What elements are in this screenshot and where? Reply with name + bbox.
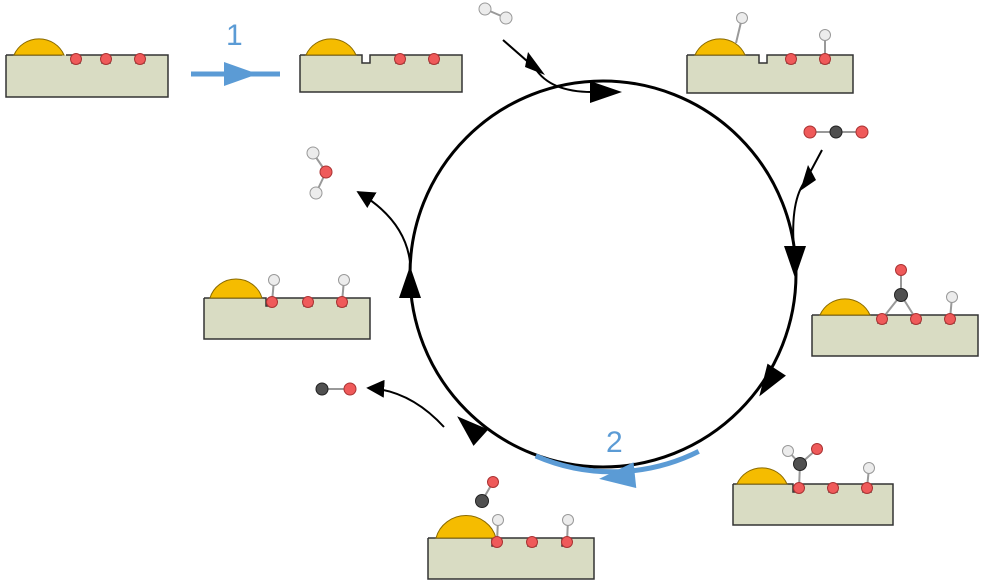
- co-exit-arrow: [366, 379, 445, 428]
- surface-panel-co2-adsorbed: [811, 264, 979, 357]
- co-molecule: [315, 382, 357, 396]
- h2o-molecule: [306, 146, 333, 200]
- surface-panel-co-on-gold: [427, 476, 595, 580]
- cycle-ring: [408, 79, 798, 469]
- cycle-arrowhead-left: [399, 266, 421, 298]
- step-2-label: 2: [606, 426, 623, 459]
- h2-entry-arrowhead: [525, 52, 545, 75]
- cycle-arrowhead-top: [590, 81, 622, 103]
- h2-molecule: [478, 2, 513, 25]
- surface-panel-hydroxyls: [203, 274, 371, 340]
- surface-panel-initial: [5, 38, 169, 98]
- cycle-arrowhead-lower-right: [759, 363, 786, 397]
- cycle-arrowhead-lower-left: [457, 416, 489, 446]
- cycle-arrowhead-right: [784, 246, 806, 278]
- co2-entry-arrowhead: [800, 165, 816, 191]
- step-1-label: 1: [226, 19, 243, 52]
- co2-entry-arrow: [792, 149, 823, 251]
- h2-entry-arrow: [502, 39, 593, 93]
- step-1-arrow: [191, 62, 280, 86]
- surface-panel-h-adsorbed: [686, 12, 854, 94]
- surface-panel-vacancy: [299, 38, 463, 93]
- cycle-arrowhead-bottom: [599, 462, 637, 489]
- co2-molecule: [803, 125, 869, 139]
- h2o-exit-arrow: [356, 191, 411, 263]
- surface-panel-cooh: [732, 443, 894, 526]
